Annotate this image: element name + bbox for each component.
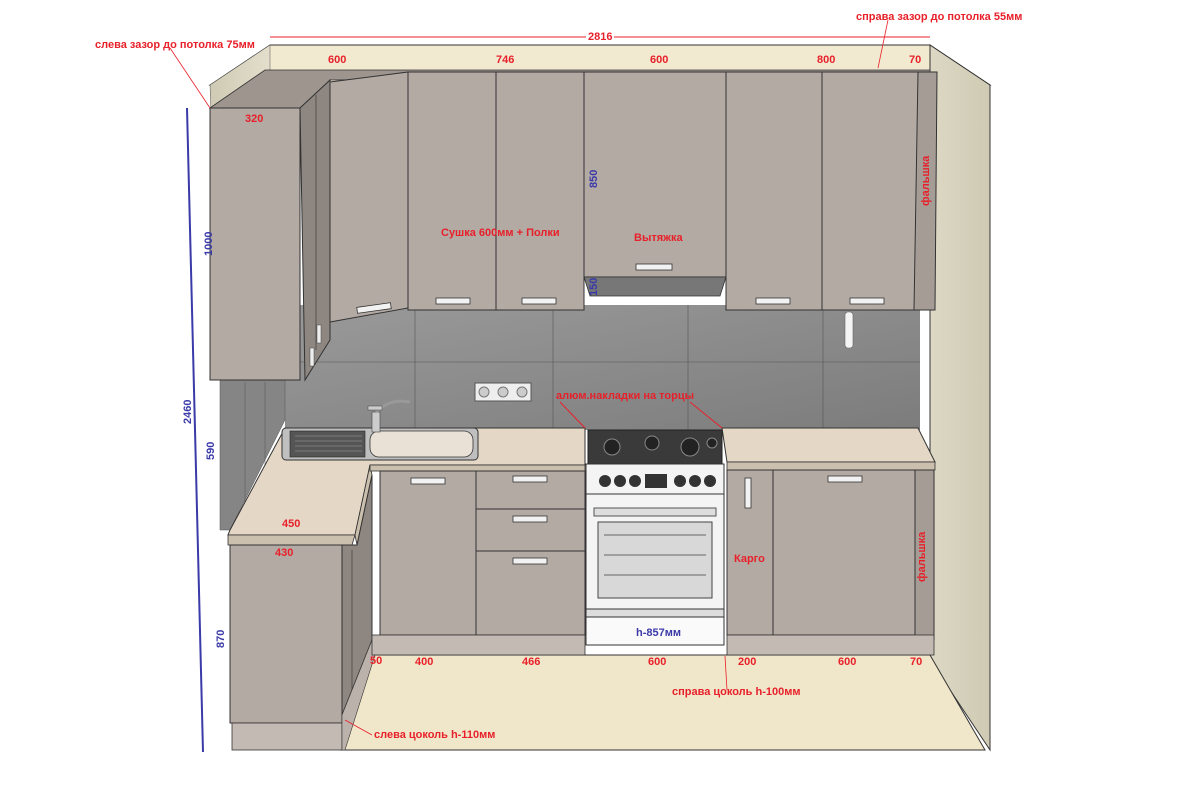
dim-bottom-1: 400 (415, 656, 434, 668)
handle-icon (512, 475, 548, 483)
dryer-door-left (407, 71, 497, 311)
handle-icon (435, 297, 471, 305)
handle-icon (827, 475, 863, 483)
countertop-right (721, 427, 936, 463)
base-cabinet-left (229, 544, 343, 724)
label-alu-trims: алюм.накладки на торцы (556, 390, 695, 402)
dim-bottom-5: 600 (838, 656, 857, 668)
label-dryer: Сушка 600мм + Полки (441, 227, 560, 239)
handle-icon (849, 297, 885, 305)
drawer-3 (475, 550, 586, 636)
stove-icon (585, 463, 725, 646)
base-door-right (772, 469, 916, 636)
label-stove-height: h-857мм (636, 627, 682, 639)
dryer-door-right (495, 71, 585, 311)
backsplash (285, 305, 920, 430)
gap-left-note: слева зазор до потолка 75мм (95, 39, 255, 51)
dim-bottom-6: 70 (910, 656, 923, 668)
dim-corner-depth: 320 (245, 113, 264, 125)
dim-upper-1: 746 (496, 54, 515, 66)
handle-icon (410, 477, 446, 485)
upper-cabinet-left (209, 107, 301, 381)
upper-door-right-2 (821, 71, 919, 311)
gap-right-note: справа зазор до потолка 55мм (856, 11, 1023, 23)
gas-hob-icon (587, 429, 723, 465)
dim-backsplash-height: 590 (205, 441, 217, 460)
base-door-sink (379, 470, 477, 636)
dim-hood-gap: 150 (588, 277, 600, 296)
dim-countertop-bottom: 430 (275, 547, 294, 559)
label-filler-bottom: фальшка (916, 531, 928, 582)
dim-total-width: 2816 (586, 31, 615, 43)
dim-upper-4: 70 (909, 54, 922, 66)
label-cargo: Карго (734, 553, 765, 565)
handle-icon (356, 302, 392, 314)
upper-filler (913, 71, 938, 311)
dim-countertop-top: 450 (282, 518, 301, 530)
sink-icon (281, 427, 479, 461)
dimension-line-height (186, 107, 204, 753)
dim-bottom-4: 200 (738, 656, 757, 668)
dim-base-height: 870 (215, 629, 227, 648)
handle-icon (744, 477, 752, 509)
dim-upper-2: 600 (650, 54, 669, 66)
dim-hood-cabinet: 850 (588, 169, 600, 188)
handle-icon (512, 515, 548, 523)
lamp (844, 311, 854, 349)
dim-bottom-3: 600 (648, 656, 667, 668)
label-hood: Вытяжка (634, 232, 683, 244)
plinth-left-note: слева цоколь h-110мм (374, 729, 496, 741)
dim-bottom-2: 466 (522, 656, 541, 668)
handle-icon (635, 263, 673, 271)
handle-icon (755, 297, 791, 305)
base-left-side (341, 474, 373, 716)
countertop-left-edge (227, 534, 356, 546)
faucet-icon (367, 399, 411, 433)
handle-icon (512, 557, 548, 565)
upper-door-right-1 (725, 71, 823, 311)
drawer-2 (475, 508, 586, 552)
hood-cabinet (583, 71, 727, 278)
dim-upper-3: 800 (817, 54, 836, 66)
plinth-right-note: справа цоколь h-100мм (672, 686, 801, 698)
upper-angled-door (329, 71, 409, 323)
dim-bottom-0: 50 (370, 655, 383, 667)
dim-upper-0: 600 (328, 54, 347, 66)
upper-corner-cabinet (299, 78, 331, 382)
label-filler-top: фальшка (920, 155, 932, 206)
handle-icon (521, 297, 557, 305)
right-wall (929, 44, 991, 752)
dim-upper-height: 1000 (203, 231, 215, 256)
hood-unit (583, 276, 727, 297)
power-socket-icon (474, 382, 532, 402)
dim-total-height: 2460 (182, 399, 194, 424)
